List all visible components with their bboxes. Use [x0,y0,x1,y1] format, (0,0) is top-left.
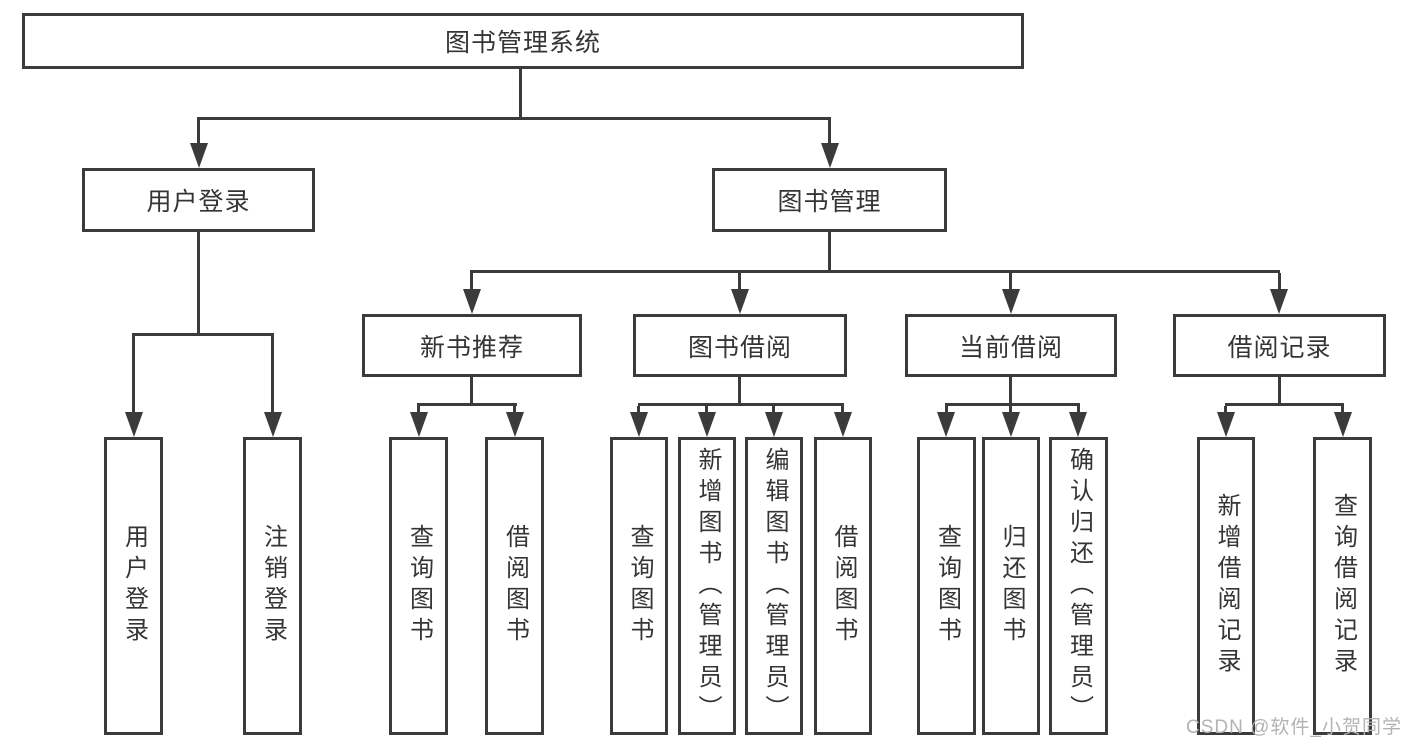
node-leaf-label: 新增借阅记录 [1213,493,1240,679]
arrowhead-down-icon [190,143,208,168]
node-borrow-records: 借阅记录 [1173,314,1386,377]
connector-arrow-stem [1278,273,1281,291]
connector-root-hline [197,117,831,120]
arrowhead-down-icon [125,412,143,437]
connector-l3-hline [945,403,1080,406]
connector-arrow-stem [738,273,741,291]
arrowhead-down-icon [937,412,955,437]
connector-arrow-stem [470,273,473,291]
node-root-label: 图书管理系统 [444,29,601,57]
node-label: 当前借阅 [958,333,1063,362]
connector-arrow-stem [132,336,135,415]
arrowhead-down-icon [1069,412,1087,437]
node-leaf-return-book: 归还图书 [982,437,1040,735]
node-book-management: 图书管理 [712,168,947,232]
node-leaf-label: 注销登录 [259,524,287,648]
connector-bookmgmt-stem [828,232,831,272]
connector-l3-hline [417,403,517,406]
arrowhead-down-icon [1217,412,1235,437]
node-leaf-label: 查询图书 [405,524,433,648]
node-current-borrow: 当前借阅 [905,314,1117,377]
connector-arrow-stem [271,336,274,415]
connector-arrow-stem [197,120,200,146]
node-leaf-label: 编辑图书（管理员） [761,446,788,726]
arrowhead-down-icon [410,412,428,437]
node-label: 图书管理 [777,188,882,216]
connector-l3-hline [1225,403,1344,406]
node-label: 新书推荐 [419,333,524,362]
arrowhead-down-icon [821,143,839,168]
node-leaf-edit-book-admin: 编辑图书（管理员） [745,437,803,735]
node-leaf-label: 归还图书 [998,524,1025,648]
connector-arrow-stem [417,406,420,414]
node-leaf-query-books-recommend: 查询图书 [389,437,448,735]
arrowhead-down-icon [834,412,852,437]
connector-arrow-stem [1009,273,1012,291]
node-new-book-recommend: 新书推荐 [362,314,582,377]
node-leaf-label: 用户登录 [120,524,148,648]
arrowhead-down-icon [698,412,716,437]
node-leaf-label: 借阅图书 [830,524,857,648]
node-leaf-add-book-admin: 新增图书（管理员） [678,437,736,735]
arrowhead-down-icon [765,412,783,437]
connector-arrow-stem [637,406,640,414]
node-leaf-user-login: 用户登录 [104,437,163,735]
connector-arrow-stem [1009,406,1012,414]
node-leaf-confirm-return-admin: 确认归还（管理员） [1049,437,1108,735]
node-book-borrow: 图书借阅 [633,314,847,377]
node-user-login: 用户登录 [82,168,315,232]
connector-l3-stem [738,377,741,406]
node-label: 借阅记录 [1227,333,1332,362]
arrowhead-down-icon [506,412,524,437]
arrowhead-down-icon [264,412,282,437]
connector-l3-stem [1278,377,1281,406]
node-label: 图书借阅 [687,333,792,362]
node-leaf-label: 查询图书 [626,524,653,648]
connector-l3-stem [1009,377,1012,406]
connector-bookmgmt-hline [470,270,1280,273]
connector-l3-stem [470,377,473,406]
connector-arrow-stem [841,406,844,414]
connector-arrow-stem [705,406,708,414]
arrowhead-down-icon [1270,289,1288,314]
node-leaf-borrow-books: 借阅图书 [814,437,872,735]
node-root: 图书管理系统 [22,13,1024,69]
arrowhead-down-icon [1002,289,1020,314]
connector-arrow-stem [1224,406,1227,414]
node-label: 用户登录 [146,188,251,216]
arrowhead-down-icon [463,289,481,314]
connector-root-stem [519,69,522,118]
connector-arrow-stem [513,406,516,414]
arrowhead-down-icon [731,289,749,314]
node-leaf-query-borrow-record: 查询借阅记录 [1313,437,1372,735]
arrowhead-down-icon [1334,412,1352,437]
node-leaf-label: 查询借阅记录 [1329,493,1357,679]
arrowhead-down-icon [630,412,648,437]
node-leaf-query-books-current: 查询图书 [917,437,976,735]
watermark: CSDN @软件_小贺同学 [1186,717,1402,738]
node-leaf-label: 查询图书 [933,524,961,648]
connector-arrow-stem [945,406,948,414]
connector-arrow-stem [772,406,775,414]
node-leaf-query-books-borrow: 查询图书 [610,437,668,735]
node-leaf-add-borrow-record: 新增借阅记录 [1197,437,1255,735]
arrowhead-down-icon [1002,412,1020,437]
connector-userlogin-stem [197,232,200,335]
connector-userlogin-hline [132,333,274,336]
node-leaf-label: 确认归还（管理员） [1065,446,1093,726]
node-leaf-logout: 注销登录 [243,437,302,735]
node-leaf-label: 借阅图书 [501,524,529,648]
node-leaf-borrow-books-recommend: 借阅图书 [485,437,544,735]
connector-arrow-stem [828,120,831,146]
connector-arrow-stem [1341,406,1344,414]
connector-l3-hline [638,403,844,406]
node-leaf-label: 新增图书（管理员） [694,446,721,726]
connector-arrow-stem [1077,406,1080,414]
